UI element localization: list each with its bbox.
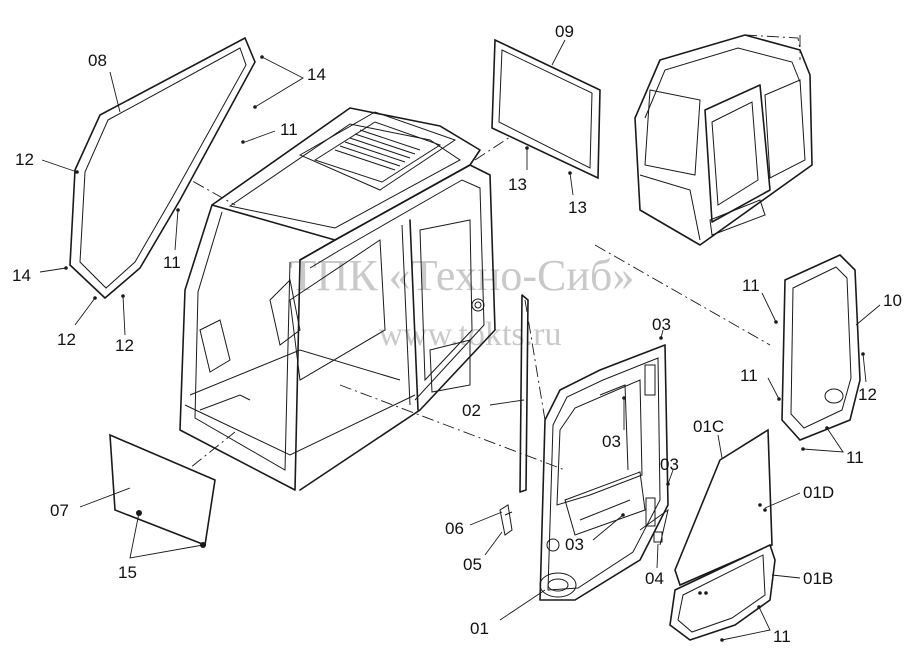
label-03-top: 03 [652, 315, 671, 334]
label-12-left: 12 [15, 150, 34, 169]
label-12-right: 12 [858, 385, 877, 404]
label-12-bottom-b: 12 [115, 336, 134, 355]
callout-labels: 08 14 11 12 11 14 12 12 09 13 13 11 10 1… [12, 22, 902, 646]
label-03-lower: 03 [565, 535, 584, 554]
latch-05-06 [499, 504, 513, 536]
door-01 [539, 344, 669, 601]
label-01B: 01B [803, 569, 833, 588]
label-01C: 01C [693, 417, 724, 436]
rear-glass-09 [491, 38, 601, 180]
label-09: 09 [555, 22, 574, 41]
label-14-left: 14 [12, 266, 31, 285]
label-04: 04 [645, 569, 664, 588]
leader-lines [39, 39, 881, 641]
bracket-04 [653, 531, 663, 543]
label-06: 06 [445, 519, 464, 538]
label-11-top: 11 [280, 120, 298, 139]
label-03-mid: 03 [602, 432, 621, 451]
label-01: 01 [470, 619, 489, 638]
label-07: 07 [50, 501, 69, 520]
weather-strip-02 [519, 294, 529, 493]
door-glass-01B [669, 543, 776, 641]
label-02: 02 [462, 401, 481, 420]
front-windshield-08 [69, 36, 256, 300]
side-glass-10 [781, 254, 861, 441]
label-11-bottom-right: 11 [773, 627, 791, 646]
label-13-b: 13 [568, 198, 587, 217]
watermark-company: ТПК «Техно-Сиб» [290, 251, 635, 300]
label-11-right-mid: 11 [740, 366, 758, 385]
label-14-top: 14 [307, 65, 326, 84]
label-01D: 01D [803, 483, 834, 502]
label-12-bottom-a: 12 [57, 330, 76, 349]
label-05: 05 [463, 555, 482, 574]
label-10: 10 [883, 291, 902, 310]
cab-assembled-view [634, 34, 813, 246]
label-11-right-bottom: 11 [846, 448, 864, 467]
cab-frame [179, 107, 496, 491]
label-11-right-top: 11 [742, 276, 760, 295]
label-15: 15 [118, 563, 137, 582]
label-08: 08 [88, 51, 107, 70]
label-13-a: 13 [508, 175, 527, 194]
fastener-markers [64, 55, 865, 642]
label-11-mid: 11 [163, 253, 181, 272]
label-03-right: 03 [660, 455, 679, 474]
